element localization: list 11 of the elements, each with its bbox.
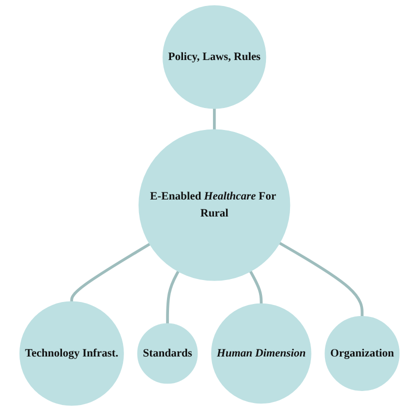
connector: [249, 270, 263, 304]
node-circle: Human Dimension: [211, 303, 312, 404]
connector: [278, 242, 364, 316]
node-circle: Organization: [324, 316, 400, 391]
connector: [70, 242, 150, 302]
node-circle: Technology Infrast.: [19, 301, 124, 406]
node-circle: E-Enabled Healthcare For Rural: [138, 129, 290, 281]
connector: [166, 270, 180, 324]
node-circle: Standards: [137, 323, 198, 384]
connector: [212, 108, 216, 130]
node-circle: Policy, Laws, Rules: [162, 5, 266, 109]
